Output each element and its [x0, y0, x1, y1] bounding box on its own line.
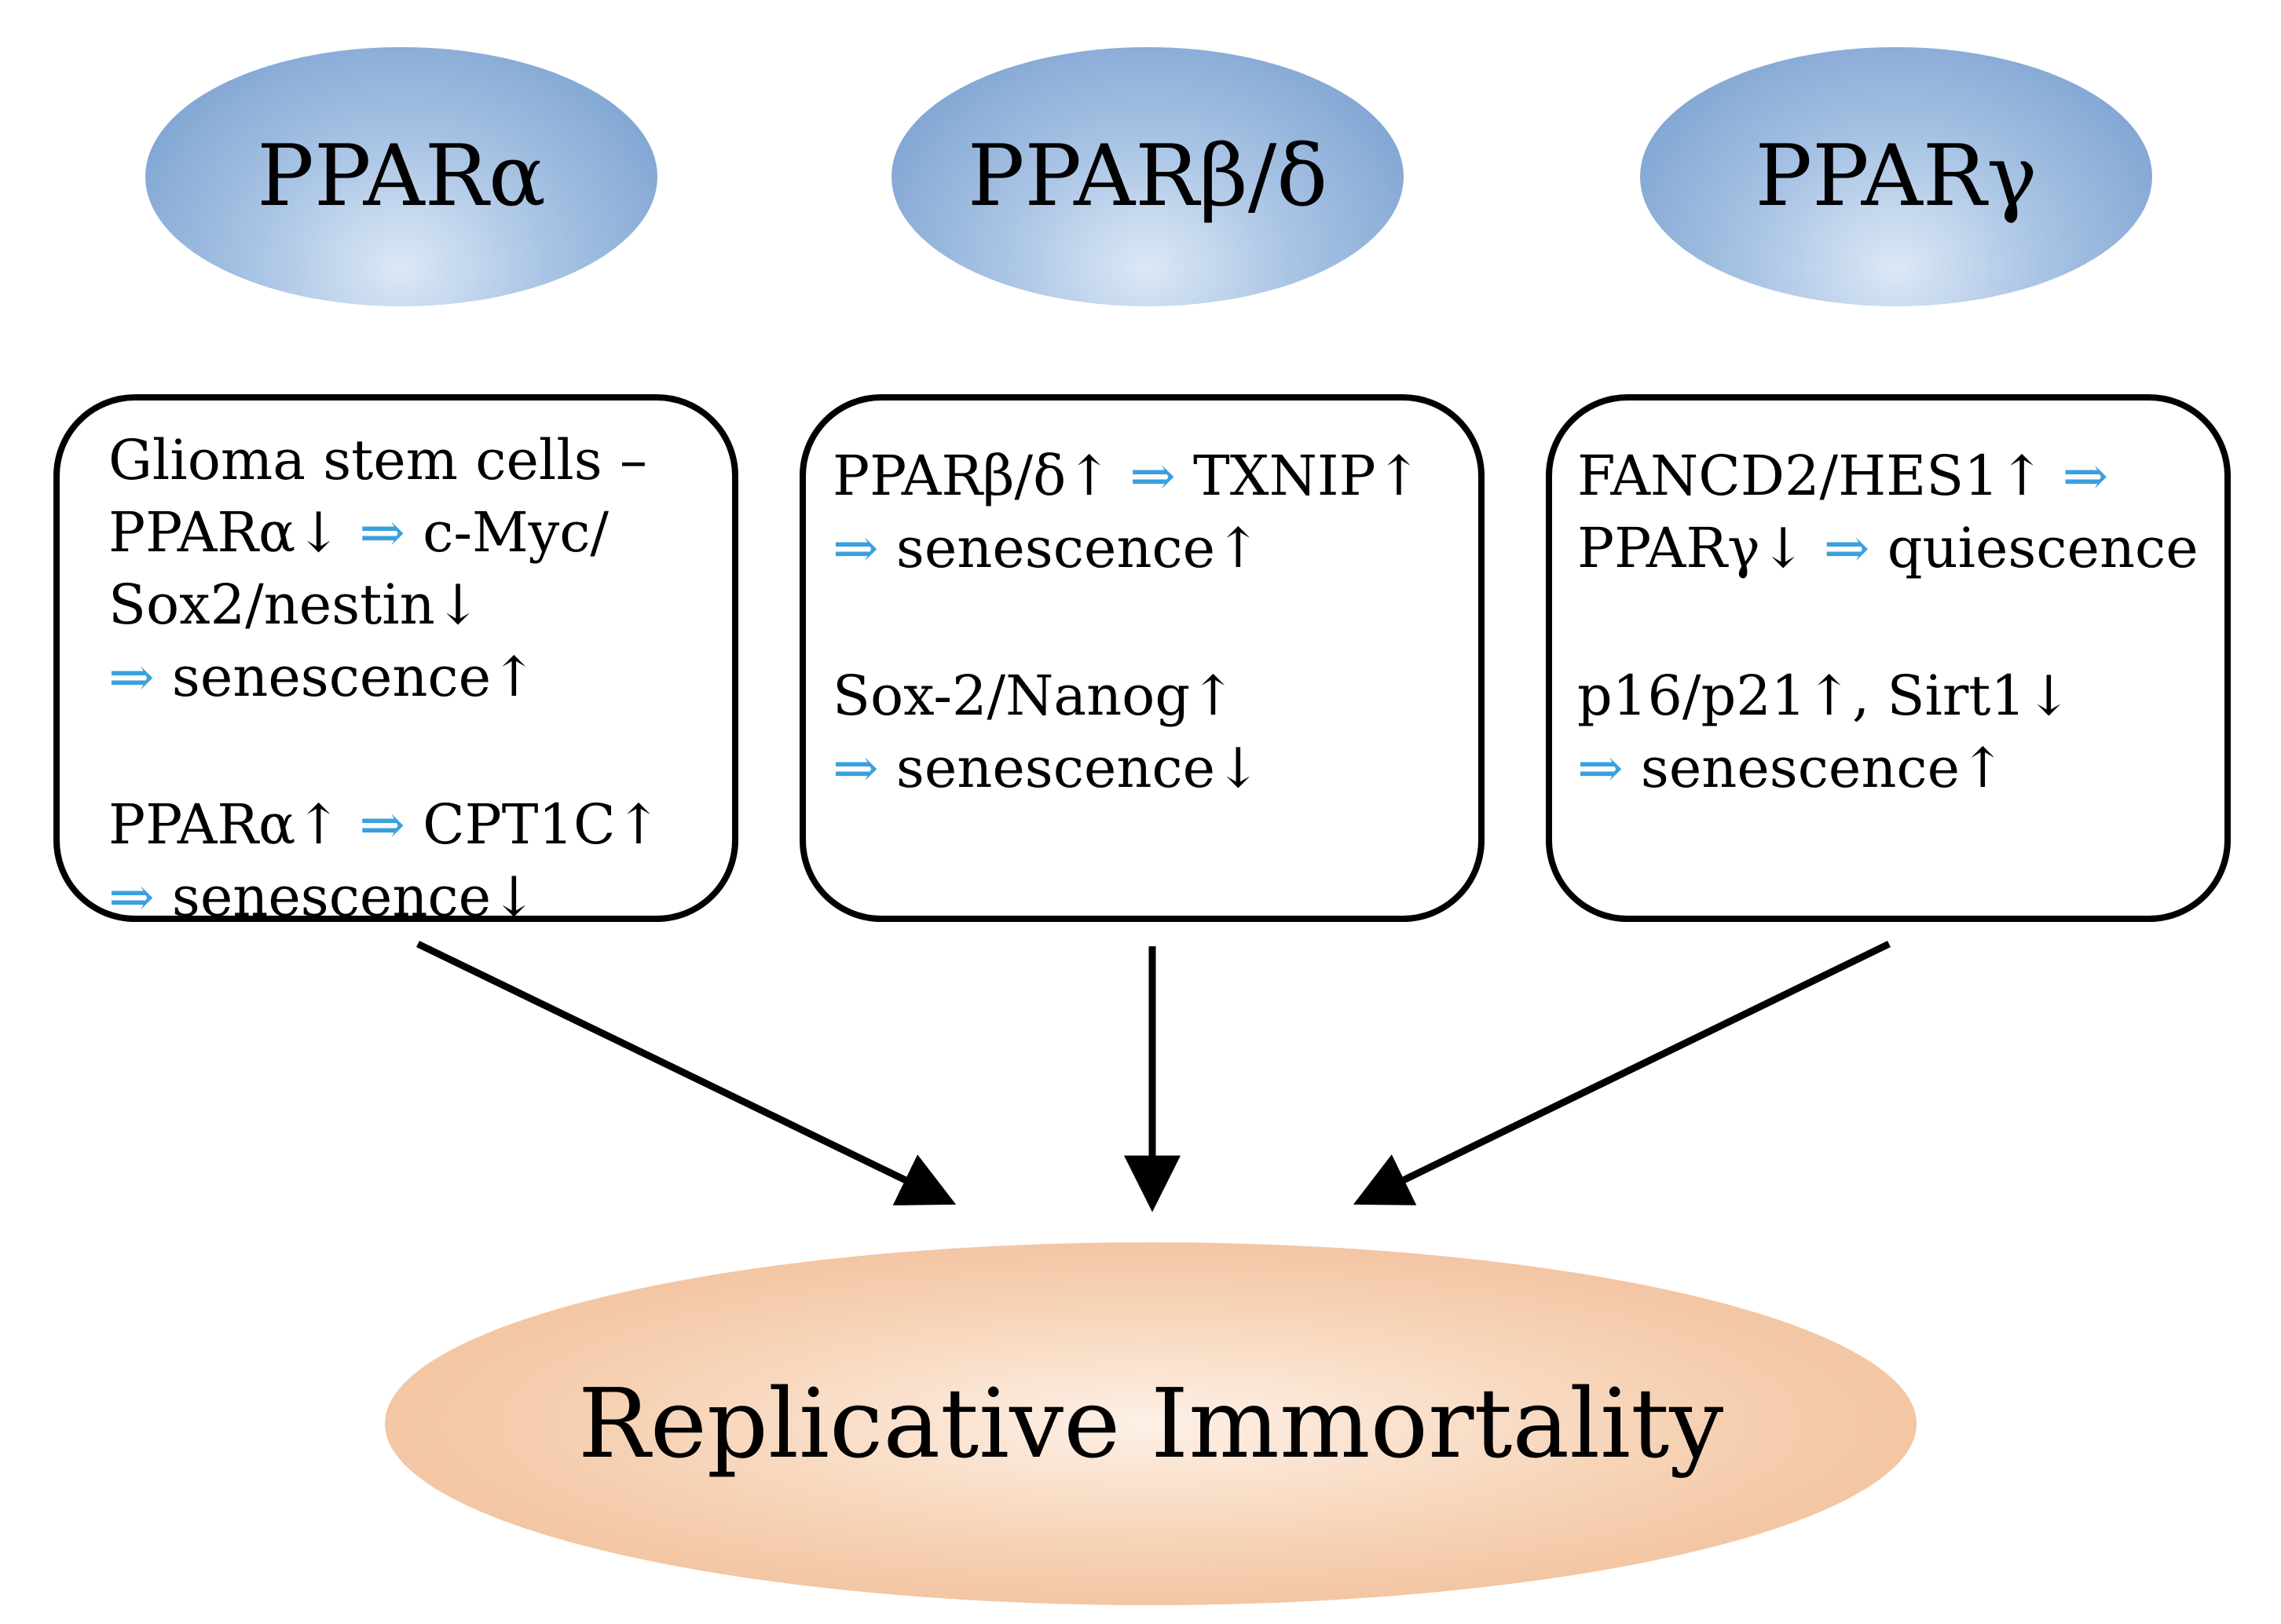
mechanism-line: ⇒ senescence↑ — [108, 641, 661, 713]
line-text: senescence↓ — [878, 736, 1261, 800]
implies-arrow-icon: ⇒ — [1577, 736, 1624, 800]
mechanism-line: ⇒ senescence↓ — [833, 732, 1422, 804]
ppar-gamma-mechanism-text: FANCD2/HES1↑ ⇒ PPARγ↓ ⇒ quiescence p16/p… — [1577, 440, 2199, 804]
line-text: FANCD2/HES1↑ — [1577, 444, 2063, 508]
mechanism-line: Sox2/nestin↓ — [108, 569, 661, 641]
line-text: TXNIP↑ — [1175, 444, 1422, 508]
implies-arrow-icon: ⇒ — [108, 865, 155, 929]
implies-arrow-icon: ⇒ — [833, 516, 879, 580]
implies-arrow-icon: ⇒ — [108, 645, 155, 709]
ppar-beta-delta-label: PPARβ/δ — [967, 127, 1328, 225]
line-text: senescence↑ — [1623, 736, 2006, 800]
ppar-beta-delta-mechanism-box: PPARβ/δ↑ ⇒ TXNIP↑ ⇒ senescence↑ Sox-2/Na… — [800, 394, 1485, 922]
line-text: senescence↓ — [154, 865, 537, 929]
mechanism-line: ⇒ senescence↓ — [108, 861, 661, 933]
line-text: PPARβ/δ↑ — [833, 444, 1130, 508]
line-text: quiescence — [1869, 516, 2199, 580]
replicative-immortality-ellipse: Replicative Immortality — [385, 1242, 1917, 1605]
mechanism-line: Sox-2/Nanog↑ — [833, 660, 1422, 732]
line-text: CPT1C↑ — [405, 792, 662, 857]
ppar-alpha-mechanism-text: Glioma stem cells – PPARα↓ ⇒ c-Myc/ Sox2… — [108, 424, 661, 933]
implies-arrow-icon: ⇒ — [1823, 516, 1870, 580]
ppar-alpha-ellipse: PPARα — [145, 47, 657, 306]
mechanism-line: p16/p21↑, Sirt1↓ — [1577, 660, 2199, 732]
line-text: p16/p21↑, Sirt1↓ — [1577, 664, 2072, 728]
arrow-gamma-to-outcome — [1353, 940, 1891, 1205]
mechanism-line: ⇒ senescence↑ — [833, 512, 1422, 584]
implies-arrow-icon: ⇒ — [359, 500, 405, 565]
ppar-gamma-ellipse: PPARγ — [1640, 47, 2152, 306]
mechanism-line: PPARα↑ ⇒ CPT1C↑ — [108, 788, 661, 861]
mechanism-line: FANCD2/HES1↑ ⇒ — [1577, 440, 2199, 512]
line-text: senescence↑ — [154, 645, 537, 709]
mechanism-line: ⇒ senescence↑ — [1577, 732, 2199, 804]
ppar-alpha-mechanism-box: Glioma stem cells – PPARα↓ ⇒ c-Myc/ Sox2… — [53, 394, 738, 929]
line-text: Sox-2/Nanog↑ — [833, 664, 1236, 728]
implies-arrow-icon: ⇒ — [2062, 444, 2109, 508]
arrow-alpha-to-outcome — [416, 940, 957, 1205]
implies-arrow-icon: ⇒ — [833, 736, 879, 800]
ppar-gamma-label: PPARγ — [1755, 127, 2038, 225]
mechanism-line: PPARβ/δ↑ ⇒ TXNIP↑ — [833, 440, 1422, 512]
line-text: Glioma stem cells – — [108, 428, 647, 492]
replicative-immortality-label: Replicative Immortality — [577, 1368, 1724, 1480]
ppar-gamma-mechanism-box: FANCD2/HES1↑ ⇒ PPARγ↓ ⇒ quiescence p16/p… — [1546, 394, 2231, 922]
ppar-alpha-label: PPARα — [257, 127, 546, 225]
line-text: PPARα↑ — [108, 792, 360, 857]
line-text: senescence↑ — [878, 516, 1261, 580]
implies-arrow-icon: ⇒ — [359, 792, 405, 857]
line-text: PPARα↓ — [108, 500, 360, 565]
line-text: PPARγ↓ — [1577, 516, 1824, 580]
mechanism-line: PPARγ↓ ⇒ quiescence — [1577, 512, 2199, 584]
mechanism-line: PPARα↓ ⇒ c-Myc/ — [108, 496, 661, 569]
ppar-beta-delta-mechanism-text: PPARβ/δ↑ ⇒ TXNIP↑ ⇒ senescence↑ Sox-2/Na… — [833, 440, 1422, 804]
line-text: Sox2/nestin↓ — [108, 572, 481, 637]
ppar-beta-delta-ellipse: PPARβ/δ — [892, 47, 1404, 306]
line-text: c-Myc/ — [405, 500, 609, 565]
implies-arrow-icon: ⇒ — [1130, 444, 1176, 508]
mechanism-line: Glioma stem cells – — [108, 424, 661, 496]
